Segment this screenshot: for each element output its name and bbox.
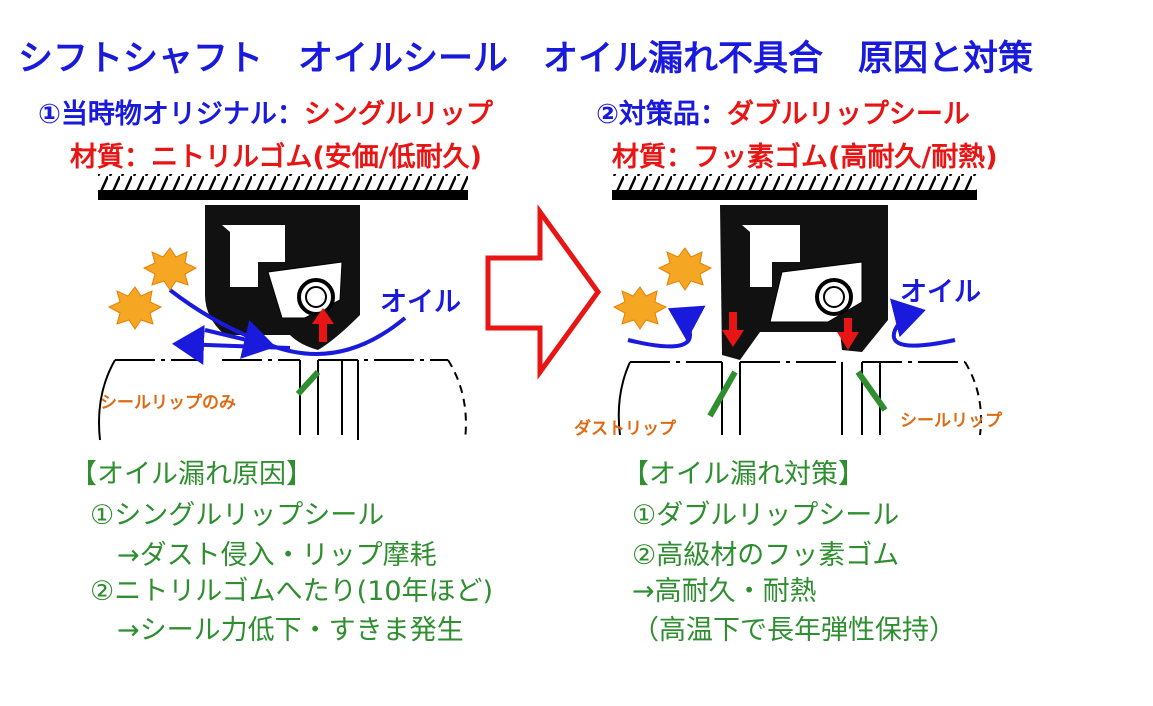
page-title: シフトシャフト オイルシール オイル漏れ不具合 原因と対策 bbox=[18, 39, 1034, 79]
dust-lip-label: ダストリップ bbox=[574, 419, 676, 439]
right-heading-prefix: ②対策品： bbox=[596, 99, 727, 130]
cause-line: →ダスト侵入・リップ摩耗 bbox=[90, 540, 437, 571]
shaft-right-edge bbox=[964, 361, 982, 436]
spark-icon bbox=[657, 247, 713, 291]
housing-top bbox=[98, 190, 468, 200]
measure-title: 【オイル漏れ対策】 bbox=[622, 459, 865, 490]
measure-line: →高耐久・耐熱 bbox=[632, 576, 817, 607]
shaft-left-edge bbox=[617, 361, 631, 436]
oil-flow-arrow-icon bbox=[204, 319, 276, 359]
seal-insert bbox=[742, 225, 800, 287]
left-oil-label: オイル bbox=[380, 287, 461, 318]
shaft-left-edge bbox=[98, 359, 116, 441]
right-material: 材質：フッ素ゴム(高耐久/耐熱) bbox=[612, 142, 998, 173]
seal-insert bbox=[222, 225, 285, 287]
oil-flow-arrow-icon bbox=[627, 305, 706, 349]
cause-line: ①シングルリップシール bbox=[90, 500, 385, 531]
housing-top bbox=[612, 190, 977, 200]
left-material: 材質：ニトリルゴム(安価/低耐久) bbox=[70, 142, 483, 173]
seal-lip-marker bbox=[855, 370, 888, 412]
measure-line: ①ダブルリップシール bbox=[632, 500, 900, 531]
left-heading: ①当時物オリジナル：シングルリップ bbox=[38, 92, 493, 131]
left-heading-value: シングルリップ bbox=[303, 99, 493, 130]
spark-icon bbox=[612, 286, 668, 330]
spark-icon bbox=[142, 247, 198, 291]
right-oil-label: オイル bbox=[900, 277, 981, 308]
force-arrow-icon bbox=[844, 318, 852, 336]
seal-lip-label: シールリップ bbox=[900, 411, 1002, 431]
cause-line: ②ニトリルゴムへたり(10年ほど) bbox=[90, 576, 494, 607]
dust-lip-marker bbox=[707, 370, 738, 418]
shaft-right-edge bbox=[447, 359, 467, 441]
force-arrow-icon bbox=[729, 312, 737, 334]
right-seal-diagram bbox=[612, 174, 982, 436]
right-heading: ②対策品：ダブルリップシール bbox=[596, 92, 970, 131]
housing-hatch bbox=[98, 174, 468, 190]
big-arrow-right-icon bbox=[485, 204, 602, 380]
right-heading-value: ダブルリップシール bbox=[726, 99, 970, 130]
lip-marker bbox=[295, 369, 321, 397]
spark-icon bbox=[107, 286, 163, 330]
oil-flow-arrow-icon bbox=[889, 298, 956, 348]
left-heading-prefix: ①当時物オリジナル： bbox=[38, 99, 304, 130]
force-arrow-icon bbox=[319, 322, 327, 342]
cause-title: 【オイル漏れ原因】 bbox=[70, 459, 313, 490]
measure-line: （高温下で長年弾性保持） bbox=[632, 615, 956, 646]
left-seal-diagram bbox=[98, 174, 468, 441]
housing-hatch bbox=[612, 174, 977, 190]
measure-line: ②高級材のフッ素ゴム bbox=[632, 540, 900, 571]
left-lip-label: シールリップのみ bbox=[100, 393, 236, 413]
cause-line: →シール力低下・すきま発生 bbox=[90, 615, 464, 646]
